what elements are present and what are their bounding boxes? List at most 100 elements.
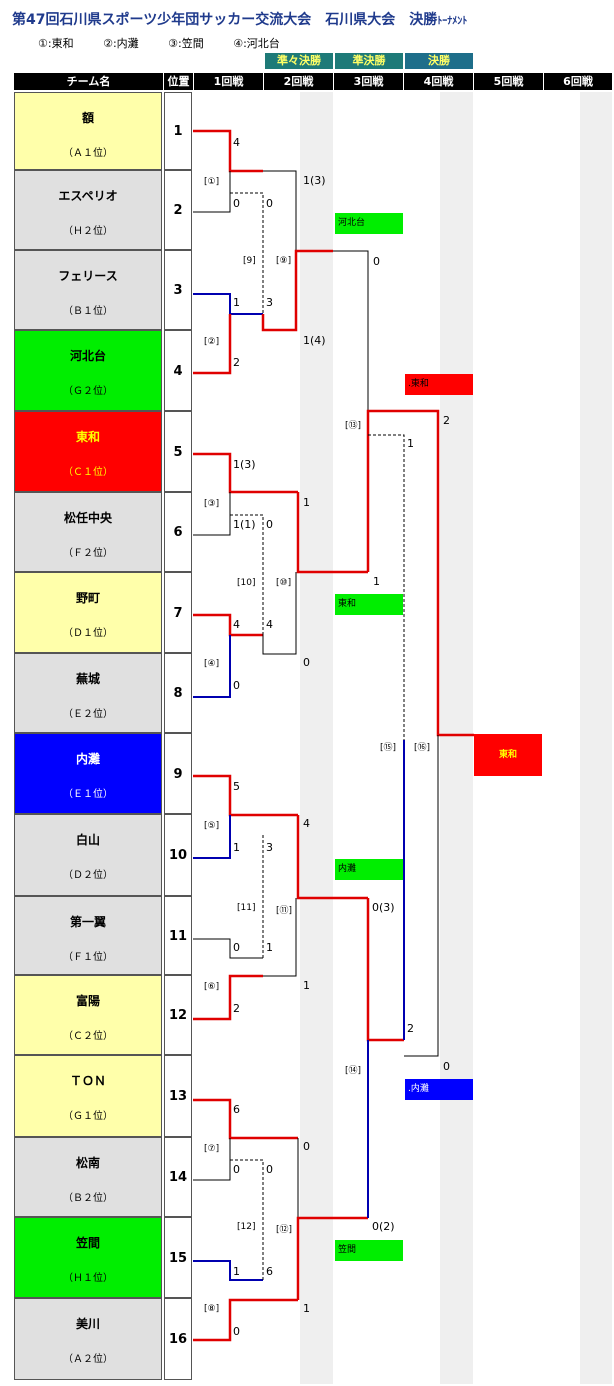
team-position: 1 bbox=[164, 92, 192, 170]
team-name: 河北台 bbox=[69, 349, 106, 363]
bracket-line bbox=[263, 898, 297, 977]
team-name: 美川 bbox=[75, 1317, 100, 1331]
team-position: 10 bbox=[164, 814, 192, 896]
team-position: 15 bbox=[164, 1217, 192, 1298]
team-name: 松任中央 bbox=[63, 511, 112, 525]
match-score: 0 bbox=[233, 1325, 240, 1338]
team-seed: （Ａ２位） bbox=[63, 1354, 113, 1365]
team-seed: （Ｅ１位） bbox=[63, 789, 113, 800]
winner-box: 河北台 bbox=[335, 213, 403, 234]
title-main: 第47回石川県スポーツ少年団サッカー交流大会 石川県大会 決勝 bbox=[12, 12, 438, 28]
team-cell: 蕪城（Ｅ２位） bbox=[14, 653, 162, 733]
team-cell: 第一翼（Ｆ１位） bbox=[14, 896, 162, 975]
column-shade-round-6 bbox=[580, 92, 612, 1384]
team-cell: フェリース（Ｂ１位） bbox=[14, 250, 162, 330]
winner-box: 笠間 bbox=[335, 1240, 403, 1261]
team-name: 額 bbox=[81, 111, 94, 125]
match-score: 1 bbox=[303, 1302, 310, 1315]
match-number: [⑪] bbox=[276, 906, 293, 916]
column-shade-round-2 bbox=[300, 92, 333, 1384]
match-score: 3 bbox=[266, 296, 273, 309]
match-score: 0 bbox=[443, 1060, 450, 1073]
match-score: 0 bbox=[303, 1140, 310, 1153]
legend-1: ①:東和 bbox=[38, 37, 74, 50]
stage-label-3: 決勝 bbox=[405, 53, 473, 69]
team-seed: （Ｆ１位） bbox=[63, 952, 113, 963]
bracket-line bbox=[193, 1260, 263, 1281]
header-row: チーム名 位置 1回戦 2回戦 3回戦 4回戦 5回戦 6回戦 bbox=[14, 73, 612, 90]
header-round-5: 5回戦 bbox=[474, 73, 544, 90]
team-seed: （Ｂ２位） bbox=[63, 1193, 113, 1204]
header-team: チーム名 bbox=[14, 73, 164, 90]
match-score: 0 bbox=[303, 656, 310, 669]
match-number: [⑬] bbox=[345, 421, 362, 431]
match-score: 2 bbox=[233, 356, 240, 369]
team-seed: （Ｈ２位） bbox=[63, 226, 113, 237]
bracket-line bbox=[368, 434, 405, 740]
match-score: 4 bbox=[233, 618, 240, 631]
bracket-line bbox=[230, 514, 264, 635]
bracket-line bbox=[193, 293, 263, 315]
bracket-line bbox=[404, 735, 439, 1057]
bracket-line bbox=[193, 1098, 298, 1140]
header-round-3: 3回戦 bbox=[334, 73, 404, 90]
match-score: 6 bbox=[266, 1265, 273, 1278]
column-shade-round-4 bbox=[440, 92, 473, 1384]
bracket-line bbox=[193, 613, 263, 637]
match-number: [⑮] bbox=[380, 743, 397, 753]
team-name: 野町 bbox=[75, 591, 100, 605]
match-score: 0 bbox=[266, 197, 273, 210]
match-number: [⑫] bbox=[276, 1225, 293, 1235]
team-name: エスペリオ bbox=[58, 189, 118, 203]
match-score: 1(3) bbox=[233, 458, 256, 471]
team-seed: （Ｇ１位） bbox=[63, 1111, 113, 1122]
match-score: 2 bbox=[443, 414, 450, 427]
stage-label-1: 準々決勝 bbox=[265, 53, 333, 69]
team-position: 12 bbox=[164, 975, 192, 1055]
champion-box: 東和 bbox=[474, 734, 542, 776]
match-number: [①] bbox=[204, 177, 220, 187]
stage-label-2: 準決勝 bbox=[335, 53, 403, 69]
match-score: 0(3) bbox=[372, 901, 395, 914]
match-score: 6 bbox=[233, 1103, 240, 1116]
team-position: 4 bbox=[164, 330, 192, 411]
bracket-line bbox=[193, 129, 263, 173]
header-round-6: 6回戦 bbox=[563, 75, 593, 88]
team-position: 5 bbox=[164, 411, 192, 492]
bracket-line bbox=[193, 452, 298, 494]
team-cell: 東和（Ｃ１位） bbox=[14, 411, 162, 492]
bracket-line bbox=[193, 938, 263, 959]
team-seed: （Ｃ１位） bbox=[63, 467, 113, 478]
team-name: ＴＯＮ bbox=[69, 1074, 106, 1088]
match-score: 1 bbox=[233, 841, 240, 854]
bracket-line bbox=[296, 492, 368, 574]
match-score: 0 bbox=[233, 1163, 240, 1176]
match-number: [②] bbox=[204, 337, 220, 347]
match-score: 0 bbox=[233, 941, 240, 954]
bracket-line bbox=[296, 1216, 368, 1300]
team-position: 8 bbox=[164, 653, 192, 733]
team-position: 6 bbox=[164, 492, 192, 572]
team-name: 蕪城 bbox=[75, 672, 100, 686]
match-score: 0 bbox=[233, 197, 240, 210]
match-number: [④] bbox=[204, 659, 220, 669]
team-cell: 内灘（Ｅ１位） bbox=[14, 733, 162, 814]
team-position: 2 bbox=[164, 170, 192, 250]
winner-box: 東和 bbox=[335, 594, 403, 615]
match-number: [⑯] bbox=[414, 743, 431, 753]
title-suffix: ﾄｰﾅﾒﾝﾄ bbox=[437, 16, 468, 27]
match-score: 1(3) bbox=[303, 174, 326, 187]
match-score: 1 bbox=[266, 941, 273, 954]
match-number: [10] bbox=[237, 578, 256, 588]
match-score: 1 bbox=[373, 575, 380, 588]
bracket-line bbox=[193, 171, 231, 213]
match-number: [⑦] bbox=[204, 1144, 220, 1154]
match-number: [⑨] bbox=[276, 256, 292, 266]
bracket-line bbox=[193, 635, 231, 698]
bracket-line bbox=[193, 314, 232, 375]
legend-4: ④:河北台 bbox=[233, 37, 280, 50]
bracket-line bbox=[262, 572, 297, 655]
match-score: 0 bbox=[266, 518, 273, 531]
team-cell: 笠間（Ｈ１位） bbox=[14, 1217, 162, 1298]
team-seed: （Ｇ２位） bbox=[63, 386, 113, 397]
